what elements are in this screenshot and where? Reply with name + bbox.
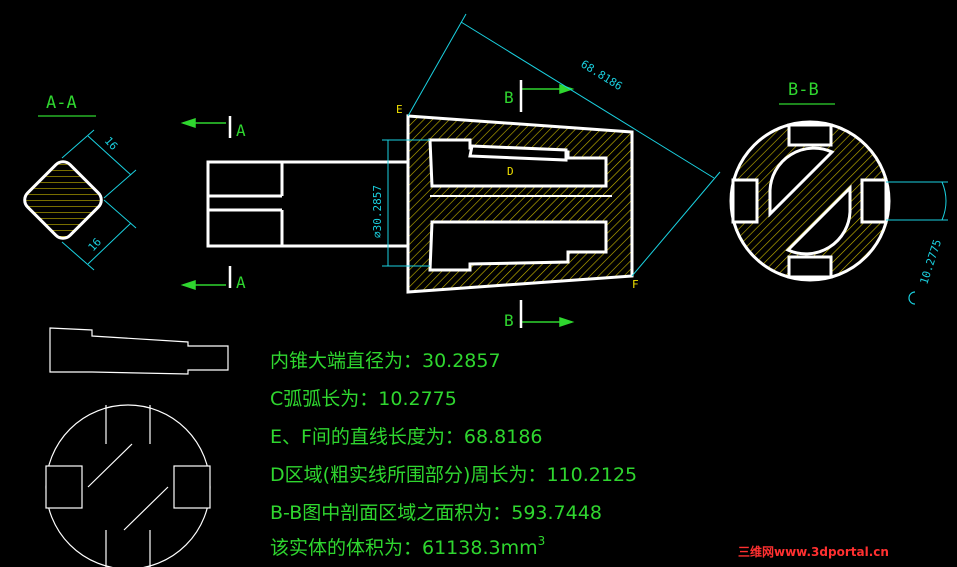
section-bb-title: B-B [788,80,819,100]
section-aa-square [23,160,103,240]
answer-volume: 该实体的体积为：61138.3mm3 [270,534,545,559]
watermark: 三维网www.3dportal.cn [738,544,889,559]
arc-c-symbol [908,291,916,305]
point-f-label: F [632,278,639,291]
cut-b-top-label: B [504,88,514,107]
collet-cavities [428,138,608,272]
ef-dimension-lines [407,13,721,277]
answer-cone-diameter: 内锥大端直径为：30.2857 [270,350,501,372]
diameter-label: ⌀30.2857 [371,185,384,238]
main-view: D A A B B 68.8186 E [180,13,721,330]
section-bb-voids [731,123,888,279]
cut-b-bottom-label: B [504,311,514,330]
answer-arc-length: C弧弧长为：10.2775 [270,388,457,410]
section-aa-title: A-A [46,93,77,113]
aa-dimension-lines [61,129,137,271]
answer-bb-area: B-B图中剖面区域之面积为：593.7448 [270,502,602,524]
reference-sketches [45,327,229,567]
point-e-label: E [396,103,403,116]
answer-ef-length: E、F间的直线长度为：68.8186 [270,426,543,448]
region-d-label: D [507,165,514,178]
reference-profile [49,327,229,375]
aa-dim-top: 16 [102,134,121,153]
ef-dimension-label: 68.8186 [578,58,624,94]
cut-plane-b [519,80,575,328]
answer-volume-text: 该实体的体积为：61138.3mm [270,537,538,559]
arc-length-label: 10.2775 [917,238,944,286]
cut-a-bottom-label: A [236,273,246,292]
answer-d-perimeter: D区域(粗实线所围部分)周长为：110.2125 [270,464,637,486]
cut-a-top-label: A [236,121,246,140]
arc-dimension-lines [886,181,948,221]
volume-superscript: 3 [538,534,546,548]
section-aa-view: A-A 16 16 [23,93,137,271]
answers-block: 内锥大端直径为：30.2857 C弧弧长为：10.2775 E、F间的直线长度为… [270,350,637,559]
section-bb-view: B-B 10.2775 [729,80,948,305]
cut-plane-a [180,116,232,291]
reference-section [45,404,211,567]
section-bb-outer [729,120,891,282]
diameter-dimension-lines [382,139,430,267]
